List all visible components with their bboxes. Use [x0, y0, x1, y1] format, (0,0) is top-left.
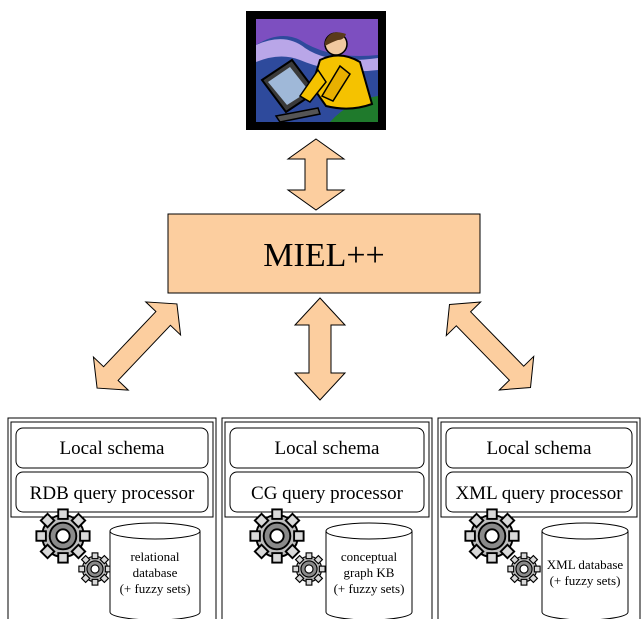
database-label-line-1: XML database — [547, 557, 624, 572]
local-schema-box — [15, 427, 209, 469]
database-label-line-2: graph KB — [344, 565, 395, 580]
local-schema-label: Local schema — [487, 438, 593, 459]
database-label-line-3: (+ fuzzy sets) — [334, 581, 405, 596]
query-processor-box — [445, 471, 633, 513]
user-mediator-double-arrow — [286, 138, 346, 211]
database-label-line-1: relational — [130, 549, 179, 564]
query-processor-label: CG query processor — [251, 483, 404, 504]
database-label-line-2: database — [133, 565, 178, 580]
query-processor-box — [15, 471, 209, 513]
database-label-line-1: conceptual — [341, 549, 398, 564]
query-processor-label: XML query processor — [455, 483, 623, 504]
cg-source-panel: Local schema CG query processor conceptu… — [221, 417, 433, 619]
mediator-label: MIEL++ — [263, 237, 384, 274]
user-at-computer-clipart-icon — [246, 11, 386, 130]
local-schema-label: Local schema — [60, 438, 166, 459]
local-schema-label: Local schema — [275, 438, 381, 459]
query-processor-box — [229, 471, 425, 513]
database-cylinder: relational database (+ fuzzy sets) — [109, 522, 201, 619]
database-label-line-2: (+ fuzzy sets) — [550, 573, 621, 588]
database-cylinder: XML database (+ fuzzy sets) — [541, 522, 629, 619]
database-label-line-3: (+ fuzzy sets) — [120, 581, 191, 596]
rdb-source-panel: Local schema RDB query processor relatio… — [7, 417, 217, 619]
database-cylinder: conceptual graph KB (+ fuzzy sets) — [325, 522, 413, 619]
mediator-rdb-double-arrow — [92, 301, 182, 391]
local-schema-box — [445, 427, 633, 469]
mediator-cg-double-arrow — [293, 297, 347, 401]
mediator-box: MIEL++ — [167, 213, 481, 294]
local-schema-box — [229, 427, 425, 469]
mediator-xml-double-arrow — [445, 301, 535, 391]
query-processor-label: RDB query processor — [30, 483, 195, 504]
xml-source-panel: Local schema XML query processor XML dat… — [437, 417, 641, 619]
